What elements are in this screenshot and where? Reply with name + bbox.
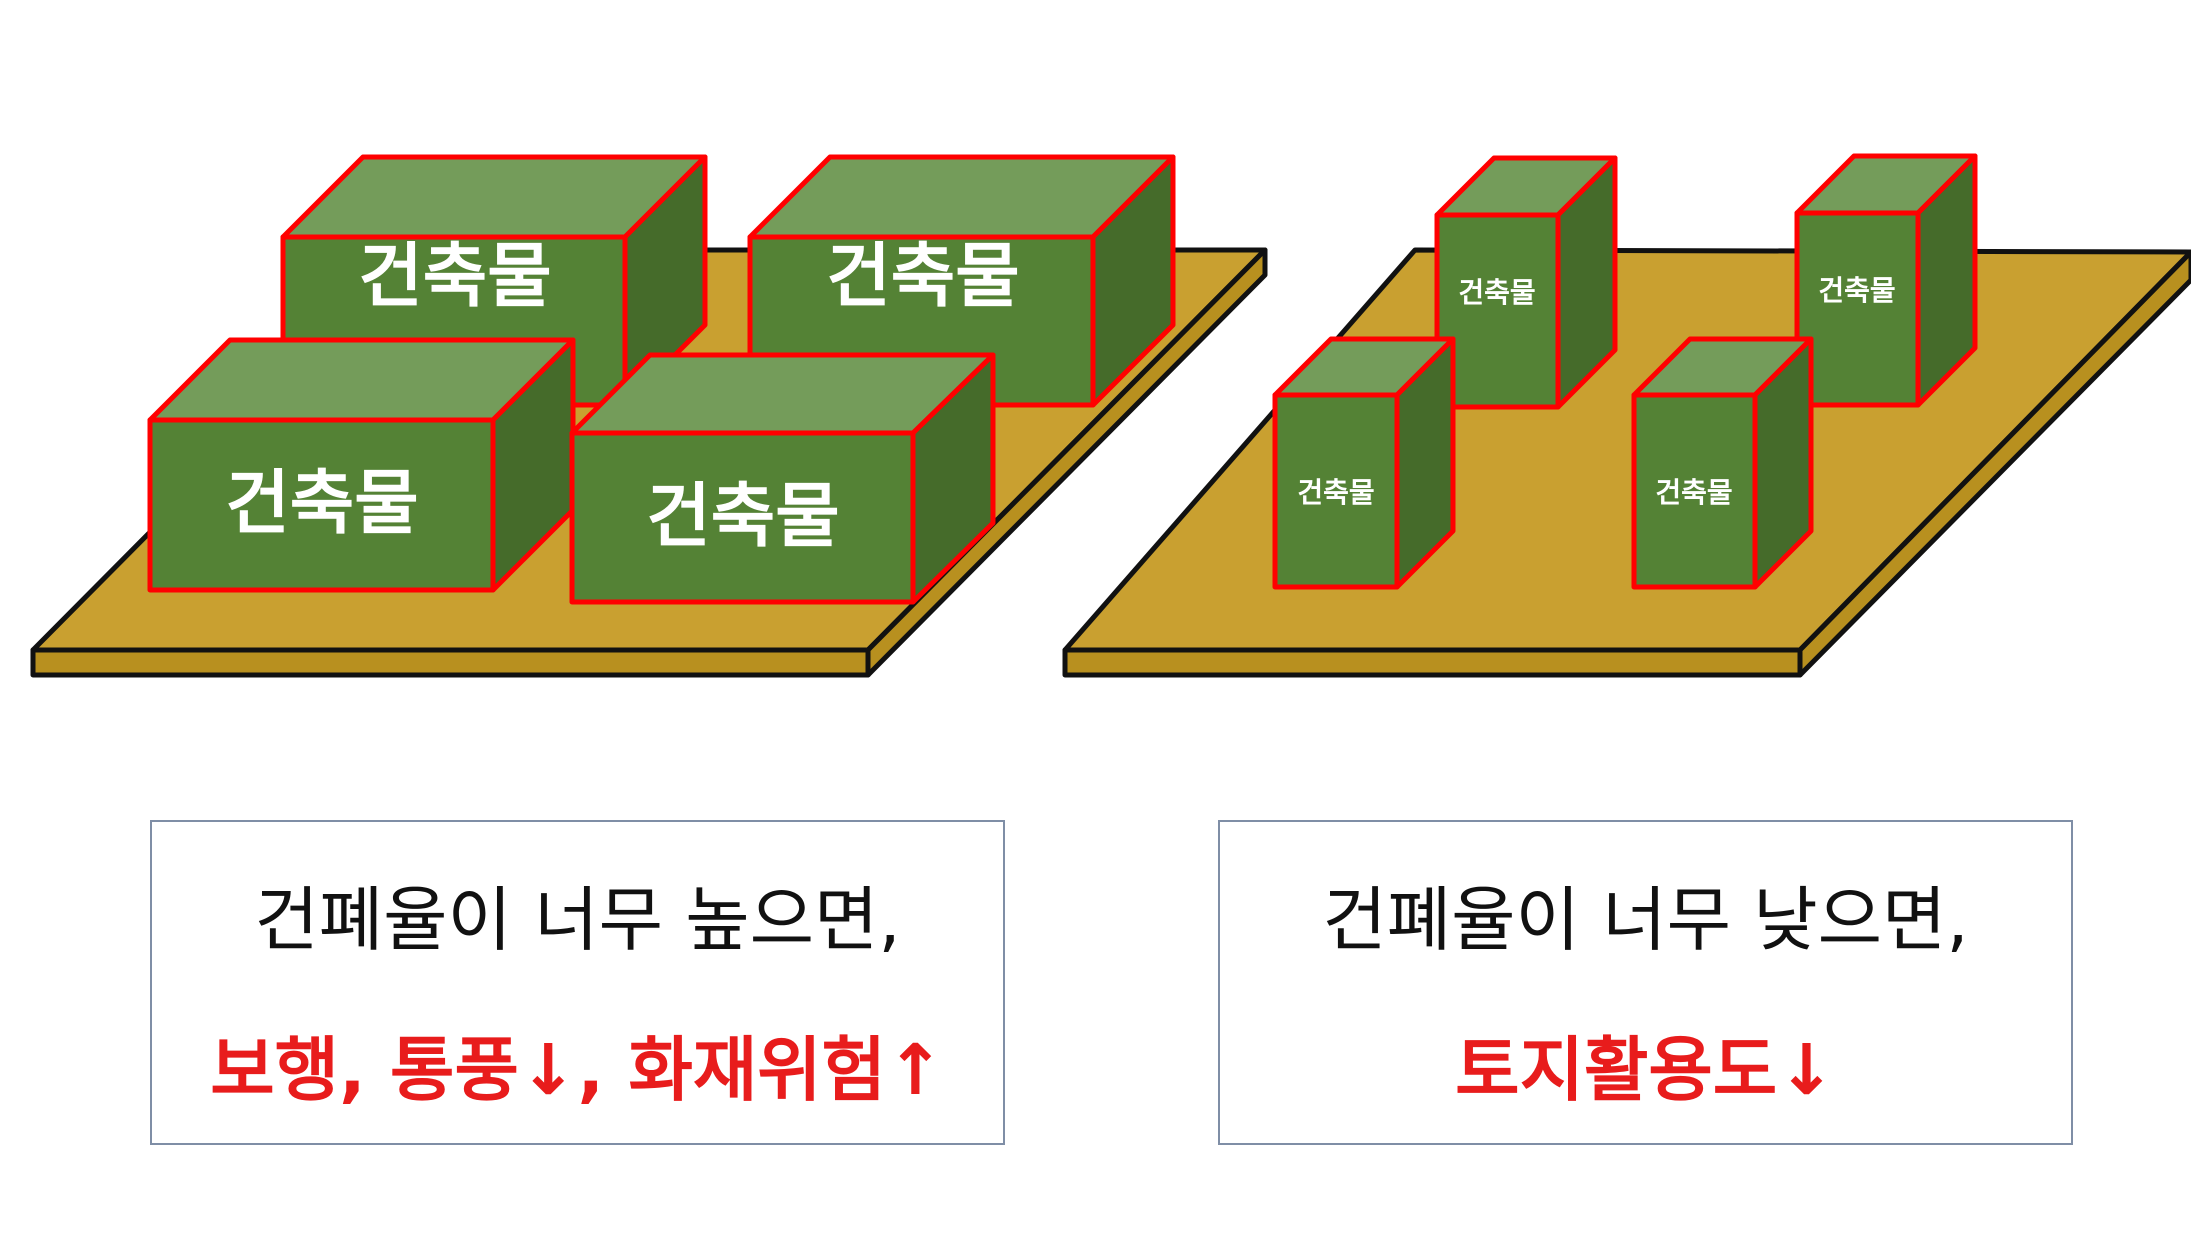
right-ground-side xyxy=(1797,249,2191,678)
building-label: 건축물 xyxy=(1458,276,1535,309)
building-label: 건축물 xyxy=(1818,274,1895,307)
low-coverage-effects: 토지활용도↓ xyxy=(1455,1029,1836,1111)
building-label: 건축물 xyxy=(225,462,418,544)
small-building-back-left: 건축물 xyxy=(1434,155,1618,410)
high-coverage-line1: 건폐율이 너무 높으면, xyxy=(254,879,901,961)
small-building-front-left: 건축물 xyxy=(1272,336,1456,590)
low-coverage-caption: 건폐율이 너무 낮으면, 토지활용도↓ xyxy=(1218,820,2073,1145)
high-coverage-caption: 건폐율이 너무 높으면, 보행, 통풍↓, 화재위험↑ xyxy=(150,820,1005,1145)
building-label: 건축물 xyxy=(1655,476,1732,509)
low-coverage-line1: 건폐율이 너무 낮으면, xyxy=(1322,879,1969,961)
high-coverage-effects: 보행, 통풍↓, 화재위험↑ xyxy=(210,1029,945,1111)
building-label: 건축물 xyxy=(826,235,1019,317)
building-front-right: 건축물 xyxy=(569,352,996,605)
dense-plot: 건축물 건축물 건축물 건축물 xyxy=(30,154,1268,678)
building-label: 건축물 xyxy=(1297,476,1374,509)
left-ground-side xyxy=(865,247,1268,678)
small-building-back-right: 건축물 xyxy=(1794,153,1978,408)
right-ground-front xyxy=(1062,647,1803,678)
left-ground-front xyxy=(30,647,871,678)
building-front-left: 건축물 xyxy=(147,337,576,593)
building-label: 건축물 xyxy=(358,235,551,317)
small-building-front-right: 건축물 xyxy=(1631,336,1814,590)
building-label: 건축물 xyxy=(646,475,839,557)
sparse-plot: 건축물 건축물 건축물 건축물 xyxy=(1062,153,2191,678)
